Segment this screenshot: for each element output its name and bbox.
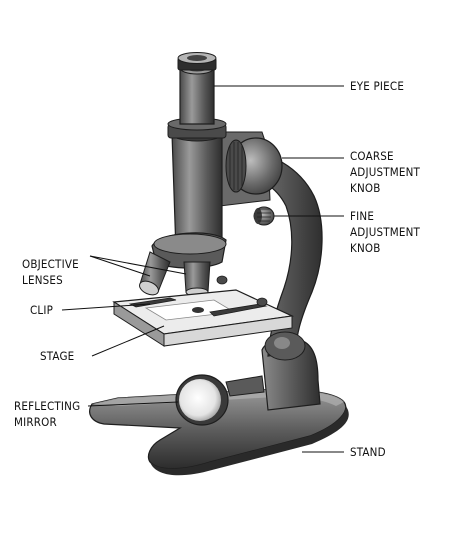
label-objective-lenses: OBJECTIVE LENSES — [22, 257, 79, 287]
label-eye-piece: EYE PIECE — [350, 79, 405, 93]
label-fine-adjustment-knob: FINE ADJUSTMENT KNOB — [350, 209, 421, 255]
label-stand: STAND — [350, 445, 386, 459]
arm — [235, 149, 323, 361]
label-reflecting-mirror: REFLECTING MIRROR — [14, 399, 81, 429]
leader-stage — [91, 325, 165, 357]
fine-adjustment-knob — [253, 206, 275, 226]
objective-lenses — [139, 232, 227, 297]
reflecting-mirror — [175, 374, 265, 426]
leader-clip — [61, 303, 151, 311]
label-coarse-adjustment-knob: COARSE ADJUSTMENT KNOB — [350, 149, 421, 195]
leader-objective-2 — [89, 255, 187, 275]
leader-mirror — [87, 401, 179, 407]
label-clip: CLIP — [30, 303, 54, 317]
stage — [112, 289, 295, 347]
leader-lines — [61, 85, 344, 453]
label-stage: STAGE — [40, 349, 75, 363]
coarse-adjustment-knob — [225, 137, 283, 195]
leader-objective-1 — [89, 255, 151, 277]
